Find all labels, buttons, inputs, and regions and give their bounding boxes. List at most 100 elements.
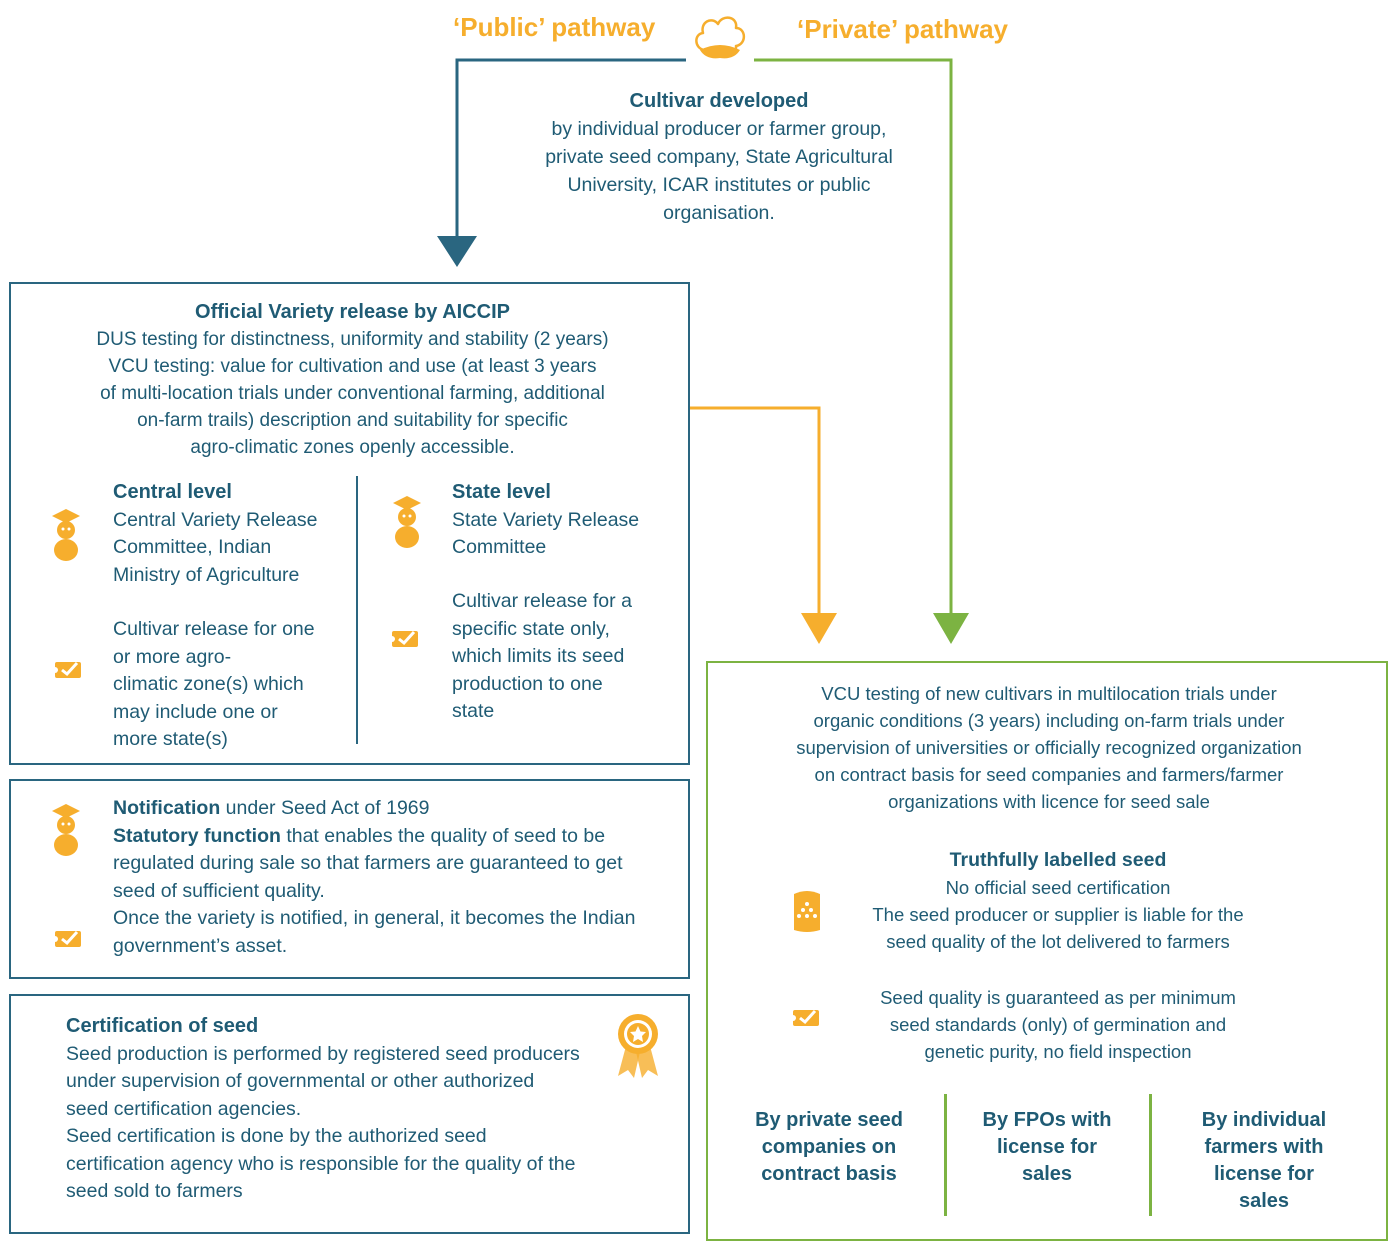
official-release-box (9, 282, 690, 765)
bottom-label-line: sales (1021, 1163, 1073, 1185)
bottom-divider (944, 1094, 947, 1216)
bottom-divider (1149, 1094, 1152, 1216)
public-pathway-arrowhead (437, 236, 477, 267)
bottom-label-line: By individual (1201, 1109, 1327, 1131)
official-release-line: DUS testing for distinctness, uniformity… (96, 329, 609, 350)
truthfully-labelled-seed: Truthfully labelled seed No official see… (830, 847, 1286, 955)
truthfully-labelled-line: The seed producer or supplier is liable … (872, 904, 1244, 925)
notification-line: government’s asset. (113, 934, 288, 957)
state-level-line: Committee (452, 536, 547, 558)
certification-title: Certification of seed (66, 1015, 259, 1037)
cultivar-line: by individual producer or farmer group, (551, 118, 887, 140)
state-release-line: Cultivar release for a (452, 590, 632, 612)
bottom-label-line: license for (996, 1136, 1098, 1158)
central-level-line: Central Variety Release (113, 508, 318, 531)
award-ribbon-icon (618, 1014, 658, 1078)
vcu-line: supervision of universities or officiall… (796, 737, 1302, 758)
state-level-title: State level (452, 481, 551, 503)
bottom-label-line: contract basis (761, 1163, 897, 1185)
certification-line: seed sold to farmers (66, 1180, 243, 1202)
certification-line: Seed certification is done by the author… (66, 1125, 487, 1147)
private-pathway-connector (754, 58, 953, 615)
cultivar-title: Cultivar developed (629, 90, 809, 112)
official-release-line: on-farm trails) description and suitabil… (137, 410, 568, 431)
central-level-title: Central level (113, 481, 232, 503)
central-release-line: or more agro- (113, 645, 232, 668)
level-divider (356, 476, 358, 744)
notification-line: that enables the quality of seed to be (280, 824, 606, 847)
state-release-line: which limits its seed (452, 645, 625, 667)
central-release-line: climatic zone(s) which (113, 673, 304, 695)
private-pathway-label: ‘Private’ pathway (797, 14, 1008, 44)
seed-quality-line: Seed quality is guaranteed as per minimu… (880, 987, 1236, 1008)
vcu-line: organic conditions (3 years) including o… (813, 710, 1285, 731)
individual-farmers: By individual farmers with license for s… (1166, 1107, 1362, 1215)
graduate-icon (393, 496, 421, 548)
official-release-line: of multi-location trials under conventio… (100, 383, 605, 404)
truthfully-labelled-line: seed quality of the lot delivered to far… (886, 931, 1230, 952)
vcu-organic-text: VCU testing of new cultivars in multiloc… (736, 680, 1362, 815)
notification-text: Notification under Seed Act of 1969 Stat… (113, 795, 673, 960)
official-release-line: agro-climatic zones openly accessible. (190, 437, 515, 458)
cultivar-line: University, ICAR institutes or public (567, 174, 871, 196)
official-release-title: Official Variety release by AICCIP (195, 301, 510, 323)
state-release-line: state (452, 700, 495, 722)
cultivar-line: private seed company, State Agricultural (545, 146, 893, 168)
seed-quality-line: genetic purity, no field inspection (924, 1041, 1192, 1062)
central-release: Cultivar release for one or more agro- c… (113, 616, 343, 754)
central-level-line: Committee, Indian (113, 536, 272, 558)
graduate-icon (52, 804, 80, 856)
certification-line: under supervision of governmental or oth… (66, 1070, 535, 1092)
certification-text: Certification of seed Seed production is… (66, 1013, 626, 1206)
notification-line: seed of sufficient quality. (113, 879, 325, 902)
certification-line: seed certification agencies. (66, 1097, 302, 1120)
fpos-with-license: By FPOs with license for sales (958, 1107, 1136, 1188)
truthfully-labelled-line: No official seed certification (945, 877, 1171, 898)
state-level-line: State Variety Release (452, 508, 640, 531)
public-pathway-connector (455, 58, 686, 238)
release-to-vcu-connector (690, 406, 821, 615)
central-level: Central level Central Variety Release Co… (113, 479, 343, 589)
notification-title-rest: under Seed Act of 1969 (220, 797, 430, 819)
central-release-line: may include one or (113, 700, 278, 723)
state-level: State level State Variety Release Commit… (452, 479, 672, 562)
ticket-check-icon (389, 630, 418, 647)
central-level-line: Ministry of Agriculture (113, 563, 300, 586)
private-seed-companies: By private seed companies on contract ba… (730, 1107, 928, 1188)
bottom-label-line: By private seed (755, 1109, 903, 1131)
graduate-icon (52, 509, 80, 561)
central-release-line: Cultivar release for one (113, 618, 315, 640)
state-release-line: production to one (452, 672, 603, 695)
vcu-line: organizations with licence for seed sale (888, 791, 1210, 812)
notification-statutory-line: Statutory function that enables the qual… (113, 823, 673, 851)
cultivar-line: organisation. (663, 202, 775, 224)
bottom-label-line: farmers with (1204, 1136, 1324, 1158)
state-release-line: specific state only, (452, 617, 610, 640)
bottom-label-line: sales (1238, 1190, 1290, 1212)
bottom-label-line: license for (1213, 1163, 1315, 1185)
notification-box (9, 779, 690, 979)
ticket-check-icon (52, 661, 81, 678)
bottom-label-line: companies on (761, 1136, 897, 1158)
release-to-vcu-arrowhead (801, 613, 837, 644)
seed-bag-icon (794, 891, 820, 932)
statutory-function: Statutory function (113, 824, 281, 847)
certification-line: certification agency who is responsible … (66, 1152, 576, 1175)
official-release-line: VCU testing: value for cultivation and u… (108, 356, 597, 377)
notification-line: regulated during sale so that farmers ar… (113, 852, 623, 874)
seed-quality-line: seed standards (only) of germination and (889, 1014, 1227, 1035)
ticket-check-icon (52, 930, 81, 947)
bottom-label-line: By FPOs with (982, 1109, 1112, 1131)
vcu-line: on contract basis for seed companies and… (814, 764, 1284, 785)
notification-title-line: Notification under Seed Act of 1969 (113, 795, 673, 823)
central-release-line: more state(s) (113, 728, 228, 750)
state-release: Cultivar release for a specific state on… (452, 588, 672, 726)
truthfully-labelled-title: Truthfully labelled seed (949, 849, 1167, 871)
certification-line: Seed production is performed by register… (66, 1042, 580, 1065)
vcu-line: VCU testing of new cultivars in multiloc… (821, 683, 1277, 704)
official-release-header: Official Variety release by AICCIP DUS t… (60, 299, 645, 461)
cultivar-developed: Cultivar developed by individual produce… (519, 87, 919, 227)
notification-title: Notification (113, 797, 221, 819)
private-pathway-arrowhead (933, 613, 969, 644)
